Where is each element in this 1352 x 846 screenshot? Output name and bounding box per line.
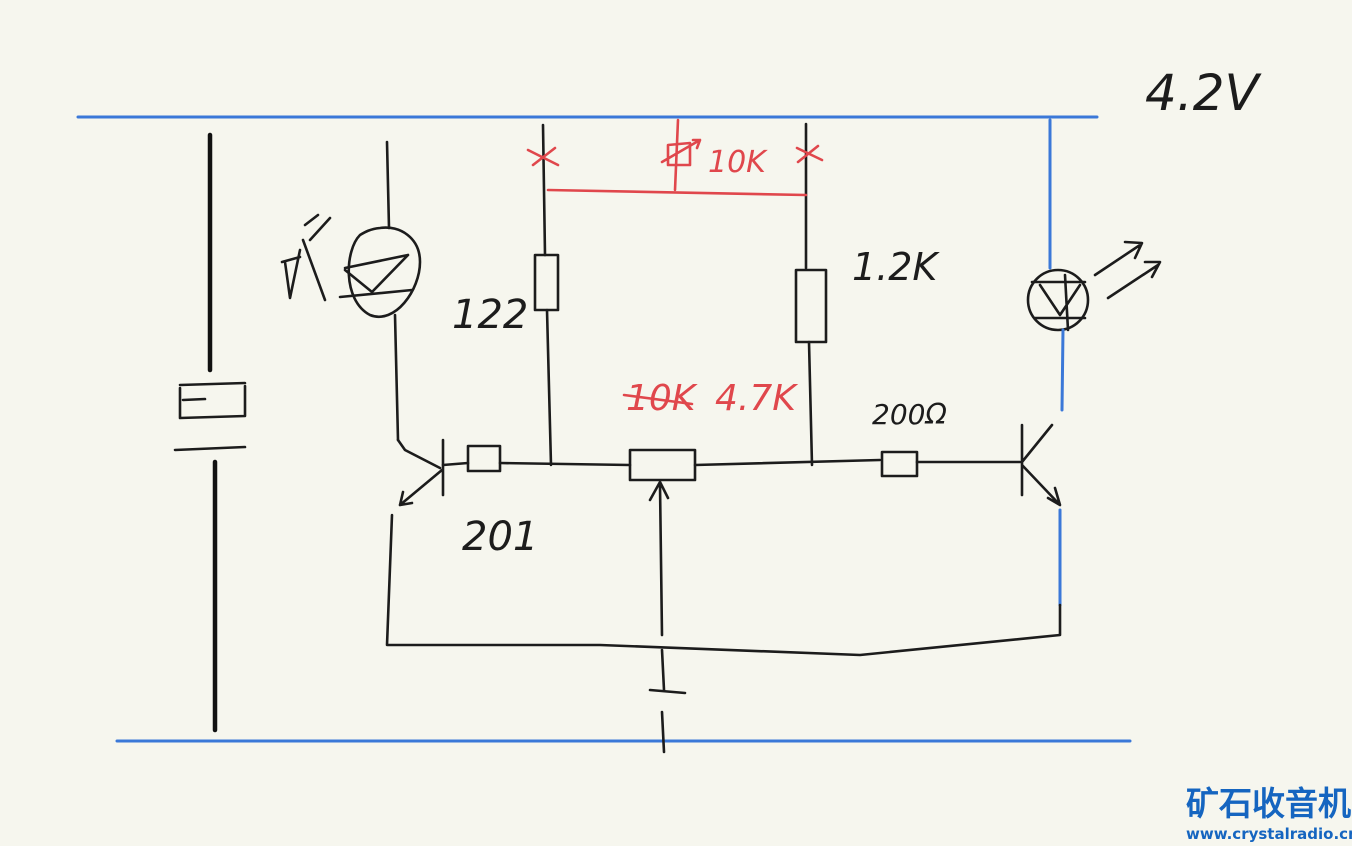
left-resistor-branch xyxy=(533,123,560,467)
output-resistor xyxy=(880,450,1022,478)
new-pot-label: 4.7K xyxy=(715,378,798,419)
right-resistor-label: 1.2K xyxy=(852,245,940,289)
battery-symbol xyxy=(173,132,247,733)
base-resistor xyxy=(441,444,632,473)
watermark-url: www.crystalradio.cn xyxy=(1186,825,1352,843)
left-transistor-symbol xyxy=(396,438,445,507)
right-resistor-branch xyxy=(794,122,828,467)
led-symbol xyxy=(1026,118,1162,607)
base-resistor-label: 201 xyxy=(462,514,538,560)
photo-sensor-symbol xyxy=(280,140,422,442)
watermark-title: 矿石收音机 xyxy=(1186,784,1351,823)
strike-old-pot-value xyxy=(622,393,694,406)
added-potentiometer-correction xyxy=(526,118,824,197)
right-transistor-symbol xyxy=(1020,423,1062,507)
old-pot-label: 10K xyxy=(626,378,698,419)
ground-loop xyxy=(385,513,1062,754)
supply-voltage-label: 4.2V xyxy=(1145,64,1263,122)
output-resistor-label: 200Ω xyxy=(872,398,947,431)
left-resistor-label: 122 xyxy=(452,292,528,338)
added-pot-label: 10K xyxy=(708,145,768,180)
potentiometer xyxy=(628,448,882,637)
